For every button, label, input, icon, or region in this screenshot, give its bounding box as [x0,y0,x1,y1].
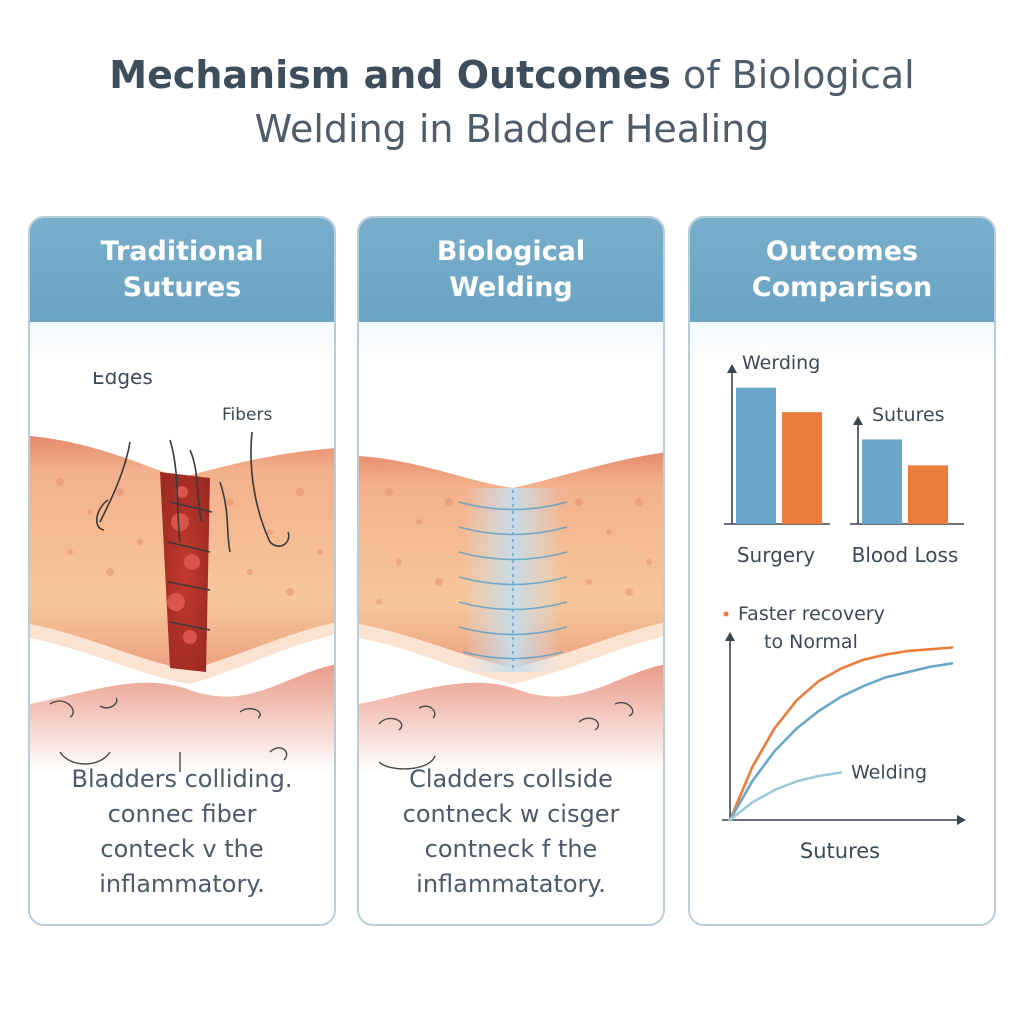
line-chart-title: to Normal [764,631,858,653]
bar-category-label: Surgery [737,543,815,567]
welded-tissue-illustration [359,452,663,772]
line-series [728,662,954,822]
bar [862,439,902,524]
header-line: Comparison [751,272,933,303]
header-line: Traditional [100,236,264,267]
loose-fibers [378,701,634,770]
caption-line: inflammatory. [99,870,265,898]
header-line: Outcomes [765,236,919,267]
sutured-tissue-illustration: Edges Fibers [30,372,334,772]
title-light: of Biological [670,53,915,97]
y-axis-arrow [725,632,735,641]
welded-seam [463,488,563,672]
bar [736,387,776,524]
line-chart-title: Faster recovery [738,603,885,625]
caption-line: conteck v the [100,835,264,863]
caption-line: contneck f the [424,835,598,863]
header-line: Welding [449,272,573,303]
lower-tissue-layer [359,664,663,772]
title-line2: Welding in Bladder Healing [254,107,770,151]
title-strong: Mechanism and Outcomes [109,53,671,97]
tissue-texture [56,478,323,596]
loose-fibers [49,697,288,772]
y-axis-arrow [853,416,863,425]
suture-threads [96,431,290,631]
caption-line: Bladders colliding. [71,765,293,793]
page-title: Mechanism and Outcomes of Biological Wel… [0,48,1024,156]
panel-header-outcomes: Outcomes Comparison [690,218,994,322]
line-x-label: Sutures [800,839,880,863]
caption-line: Cladders collside [409,765,613,793]
panel-header-welding: Biological Welding [359,218,663,322]
panel-traditional-sutures: Traditional Sutures Edg [28,216,336,926]
panel-header-sutures: Traditional Sutures [30,218,334,322]
panel-body-sutures: Edges Fibers [30,322,334,924]
tissue-membrane [30,622,334,684]
wound-clots [167,486,200,644]
line-series [728,771,843,822]
series-label: Welding [851,761,927,783]
caption-line: inflammatatory. [416,870,606,898]
bar-annotation: Sutures [872,404,945,426]
lower-tissue-layer [30,664,334,772]
label-edges: Edges [92,372,153,389]
y-axis-arrow [727,364,737,373]
bar-category-label: Blood Loss [852,543,959,567]
caption-sutures: Bladders colliding. connec fiber conteck… [30,762,334,902]
line-series [728,646,954,822]
title-marker-dot [723,611,729,617]
x-axis-arrow [957,815,966,825]
bar-annotation: Werding [742,352,820,374]
header-line: Sutures [122,272,242,303]
panel-body-welding: Cladders collside contneck w cisger cont… [359,322,663,924]
bar [782,412,822,524]
label-fibers: Fibers [222,405,273,425]
panel-biological-welding: Biological Welding [357,216,665,926]
caption-welding: Cladders collside contneck w cisger cont… [359,762,663,902]
tissue-texture [376,488,652,605]
header-line: Biological [436,236,586,267]
caption-line: connec fiber [107,800,257,828]
weld-fibers [458,490,568,672]
caption-line: contneck w cisger [402,800,620,828]
bar [908,465,948,524]
